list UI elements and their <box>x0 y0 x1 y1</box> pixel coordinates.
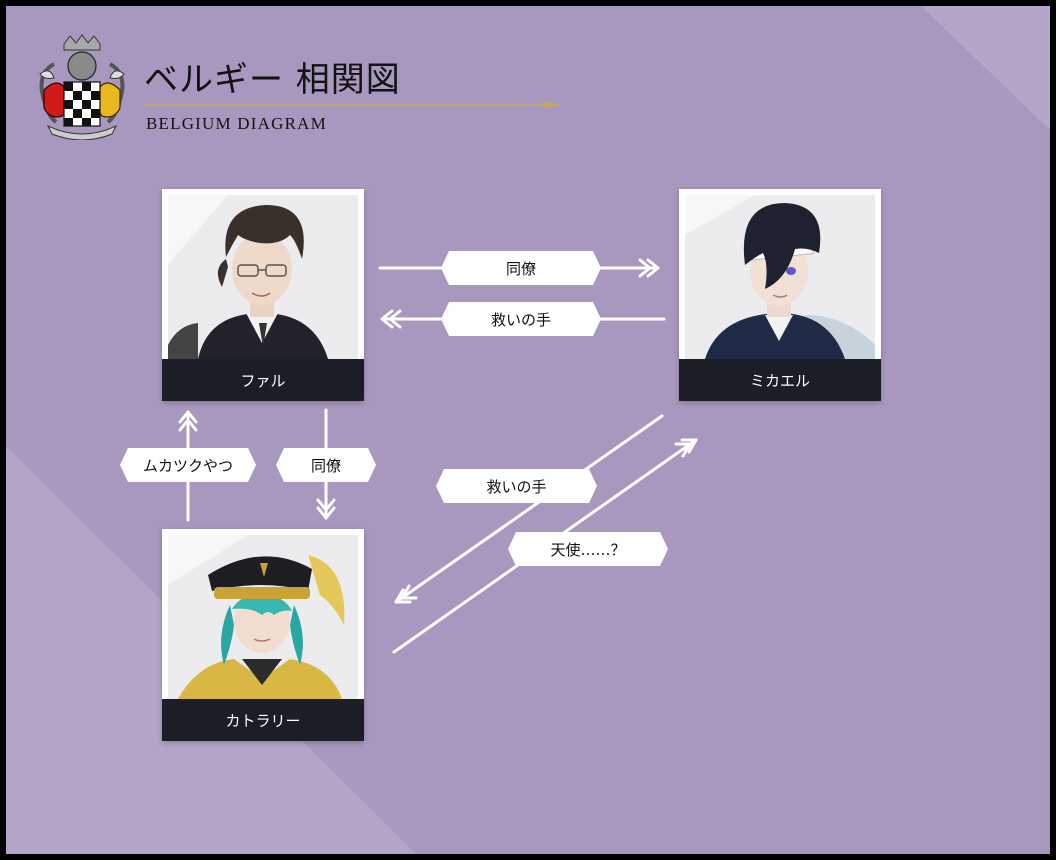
relation-label-mikael-to-fal: 救いの手 <box>441 302 601 336</box>
arrow-mikael-to-cutlery <box>394 414 664 604</box>
fal-name: ファル <box>162 359 364 401</box>
title-underline <box>144 102 560 108</box>
relation-label-fal-to-cutlery: 同僚 <box>276 448 376 482</box>
character-card-fal[interactable]: ファル <box>162 189 364 401</box>
mikael-name: ミカエル <box>679 359 881 401</box>
cutlery-portrait <box>168 535 358 699</box>
relation-arrows <box>178 258 698 654</box>
page-title: ベルギー 相関図 <box>144 60 401 100</box>
belgium-crest-icon <box>39 34 125 140</box>
mikael-portrait <box>685 195 875 359</box>
cutlery-name: カトラリー <box>162 699 364 741</box>
diagram-frame: ベルギー 相関図 BELGIUM DIAGRAM <box>6 6 1050 854</box>
relation-label-cutlery-to-fal: ムカツクやつ <box>120 448 256 482</box>
relation-label-fal-to-mikael: 同僚 <box>441 251 601 285</box>
relation-label-mikael-to-cutlery: 救いの手 <box>436 469 597 503</box>
relation-label-cutlery-to-mikael: 天使……？ <box>508 532 668 566</box>
character-card-cutlery[interactable]: カトラリー <box>162 529 364 741</box>
character-card-mikael[interactable]: ミカエル <box>679 189 881 401</box>
page-subtitle: BELGIUM DIAGRAM <box>146 114 327 133</box>
fal-portrait <box>168 195 358 359</box>
